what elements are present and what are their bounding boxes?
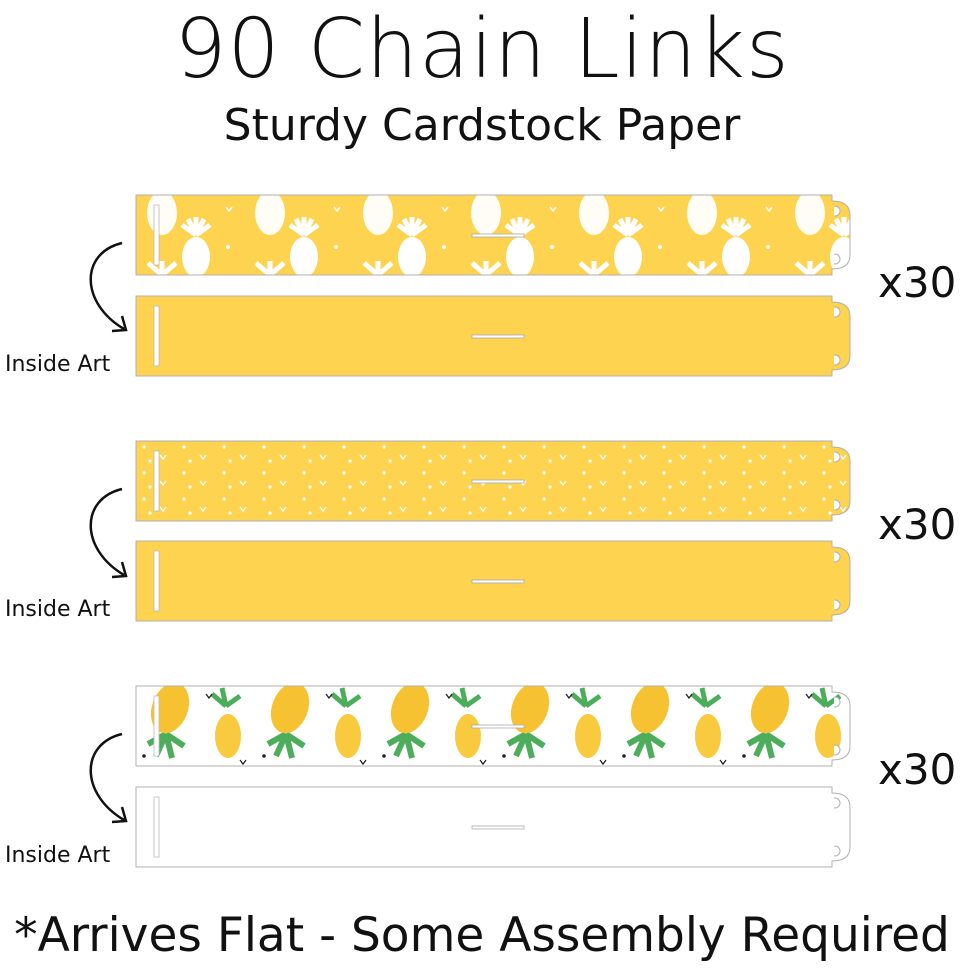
title: 90 Chain Links — [174, 2, 790, 97]
curved-arrow-icon — [89, 487, 125, 577]
footer-note: *Arrives Flat - Some Assembly Required — [14, 908, 950, 963]
slot-cut — [153, 695, 160, 757]
outside-strip — [135, 194, 851, 276]
outside-strip — [135, 685, 851, 767]
inside-art-label: Inside Art — [5, 843, 111, 868]
slot-cut — [471, 825, 525, 830]
quantity-label: x30 — [878, 745, 957, 794]
slot-cut — [471, 479, 525, 484]
slot-cut — [153, 204, 160, 266]
slot-cut — [471, 579, 525, 584]
inside-strip — [135, 540, 851, 622]
arrow-head-icon — [111, 561, 128, 579]
slot-cut — [471, 233, 525, 238]
quantity-label: x30 — [878, 500, 957, 549]
inside-art-label: Inside Art — [5, 597, 111, 622]
curved-arrow-icon — [89, 732, 125, 822]
slot-cut — [471, 334, 525, 339]
slot-cut — [471, 724, 525, 729]
subtitle: Sturdy Cardstock Paper — [223, 100, 741, 151]
inside-strip — [135, 295, 851, 377]
slot-cut — [153, 796, 160, 858]
slot-cut — [153, 450, 160, 512]
arrow-head-icon — [111, 315, 128, 333]
inside-strip — [135, 786, 851, 868]
slot-cut — [153, 305, 160, 367]
inside-art-label: Inside Art — [5, 352, 111, 377]
arrow-head-icon — [111, 806, 128, 824]
outside-strip — [135, 440, 851, 522]
quantity-label: x30 — [878, 258, 957, 307]
curved-arrow-icon — [89, 241, 125, 331]
slot-cut — [153, 550, 160, 612]
